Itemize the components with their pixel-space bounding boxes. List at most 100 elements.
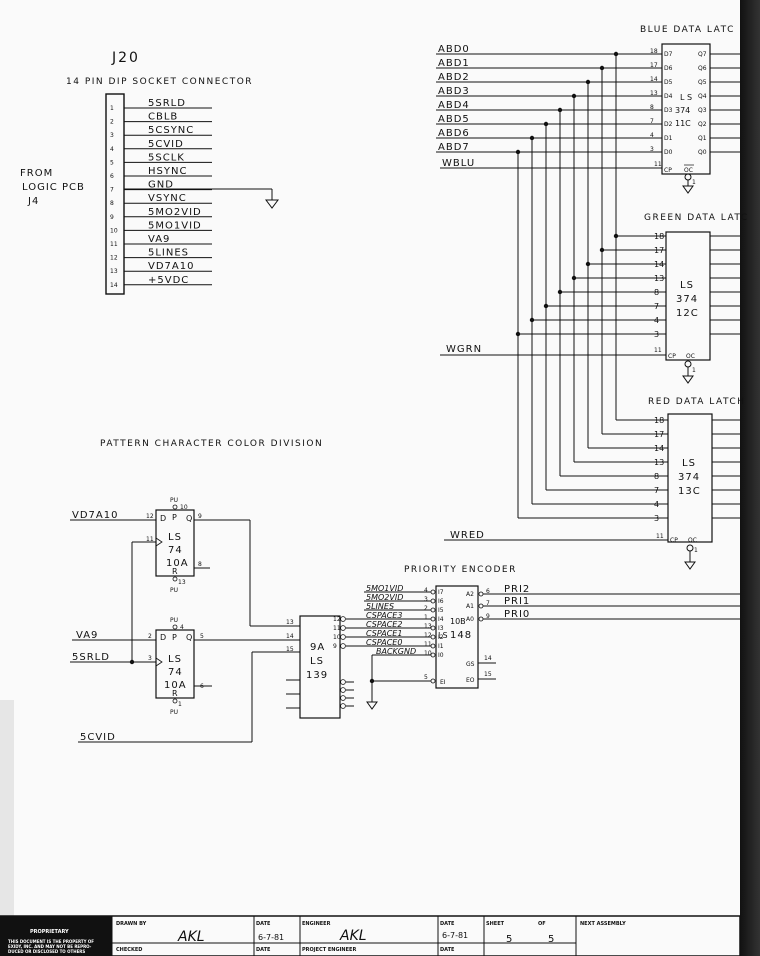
decoder-output-pin: 10 [333, 634, 341, 641]
ei-ground [366, 701, 378, 710]
red-oc-ground [684, 561, 696, 570]
date-label-1: DATE [256, 921, 271, 927]
priority-output-id: A1 [466, 603, 474, 610]
title-block-frame [0, 915, 741, 956]
priority-input-label: CSPACE2 [366, 620, 402, 629]
date-label-4: DATE [440, 947, 455, 953]
connector-body [105, 93, 125, 295]
red-part-3: 13C [678, 486, 701, 497]
priority-output-label: PRI1 [504, 596, 530, 607]
proprietary-label: PROPRIETARY [30, 929, 69, 935]
blue-oc-pin: 1 [692, 179, 696, 186]
green-part-1: LS [680, 280, 694, 291]
connector-pin-number: 4 [110, 146, 114, 153]
priority-output-pin: 6 [486, 588, 490, 595]
priority-input-id: I3 [438, 625, 444, 632]
connector-pin-number: 9 [110, 214, 114, 221]
latch-output-wires [710, 53, 740, 519]
priority-part-1: 10B [450, 617, 466, 626]
ff2-pu-bottom: PU [170, 709, 178, 716]
ff1-clr-bubble [172, 576, 178, 582]
blue-input-pin: 14 [650, 76, 658, 83]
connector-pin-number: 13 [110, 268, 118, 275]
priority-input-id: I1 [438, 643, 444, 650]
ff1-q-pin: 9 [198, 513, 202, 520]
proprietary-notice-2: EXIDY, INC. AND MAY NOT BE REPRO- [8, 944, 92, 949]
priority-input-pin: 10 [424, 650, 432, 657]
blue-q-label: Q6 [698, 65, 707, 72]
ff1-body [155, 509, 195, 577]
ff1-part-2: 74 [168, 545, 183, 556]
connector-j20: J20 14 PIN DIP SOCKET CONNECTOR FROM LOG… [20, 50, 279, 295]
priority-output-id: A0 [466, 616, 474, 623]
from-label-3: J4 [27, 196, 39, 207]
decoder-139: 9A LS 139 13 14 15 [286, 615, 354, 719]
connector-pin-signal: 5SRLD [148, 98, 186, 109]
connector-ref: J20 [111, 50, 140, 66]
from-label-2: LOGIC PCB [22, 182, 85, 193]
ei-label: EI [440, 679, 446, 686]
drawn-by-signature: AKL [177, 929, 205, 945]
priority-input-bubble [430, 634, 436, 640]
connector-pin-signal: VA9 [148, 234, 170, 245]
blue-q-label: Q5 [698, 79, 707, 86]
blue-latch-title: BLUE DATA LATC [640, 25, 735, 35]
ff2-clr-pin: 1 [178, 701, 182, 708]
blue-cp: CP [664, 167, 672, 174]
ground-symbol [265, 199, 279, 209]
blue-d-label: D2 [664, 121, 673, 128]
blue-input-pin: 3 [650, 146, 654, 153]
blue-input-pin: 7 [650, 118, 654, 125]
blue-input-label: ABD2 [438, 72, 470, 83]
connector-pin-number: 10 [110, 227, 118, 234]
priority-input-pin: 12 [424, 632, 432, 639]
connector-title: 14 PIN DIP SOCKET CONNECTOR [66, 77, 253, 87]
date-value-2: 6-7-81 [442, 931, 468, 940]
priority-input-label: 5MO2VID [366, 593, 403, 602]
blue-q-label: Q4 [698, 93, 707, 100]
priority-part-3: 148 [450, 630, 472, 641]
red-cp: CP [670, 537, 678, 544]
ff1-r: R [172, 567, 178, 576]
priority-body [435, 585, 479, 689]
ff2-q-pin: 5 [200, 633, 204, 640]
priority-output-pin: 9 [486, 613, 490, 620]
blue-d-label: D7 [664, 51, 673, 58]
ff1-q: Q [186, 514, 192, 523]
green-oc: OC [686, 353, 695, 360]
connector-pin-signal: 5SCLK [148, 152, 185, 163]
decoder-output-pin: 9 [333, 643, 337, 650]
date-value-1: 6-7-81 [258, 933, 284, 942]
drawn-by-label: DRAWN BY [116, 921, 147, 927]
ff2-body [155, 629, 195, 699]
blue-q-label: Q7 [698, 51, 707, 58]
wgrn-pin: 11 [654, 347, 662, 354]
decoder-unused-output-bubble [340, 695, 346, 701]
blue-oc: OC [684, 167, 693, 174]
connector-pin-number: 12 [110, 255, 118, 262]
blue-d-label: D6 [664, 65, 673, 72]
blue-d-label: D4 [664, 93, 673, 100]
red-part-1: LS [682, 458, 696, 469]
ff1-d-pin: 12 [146, 513, 154, 520]
wblu-pin: 11 [654, 161, 662, 168]
priority-input-label: 5LINES [366, 602, 394, 611]
blue-input-label: ABD3 [438, 86, 470, 97]
blue-input-label: ABD5 [438, 114, 470, 125]
checked-label: CHECKED [116, 947, 142, 953]
dec-in-pin-3: 15 [286, 646, 294, 653]
decoder-part-1: 9A [310, 642, 325, 653]
connector-pin-signal: HSYNC [148, 166, 187, 177]
gs-pin: 14 [484, 655, 492, 662]
decoder-unused-pins [286, 679, 354, 709]
priority-input-pin: 2 [424, 605, 428, 612]
decoder-unused-output-bubble [340, 679, 346, 685]
priority-input-id: I2 [438, 634, 444, 641]
priority-input-bubble [430, 625, 436, 631]
